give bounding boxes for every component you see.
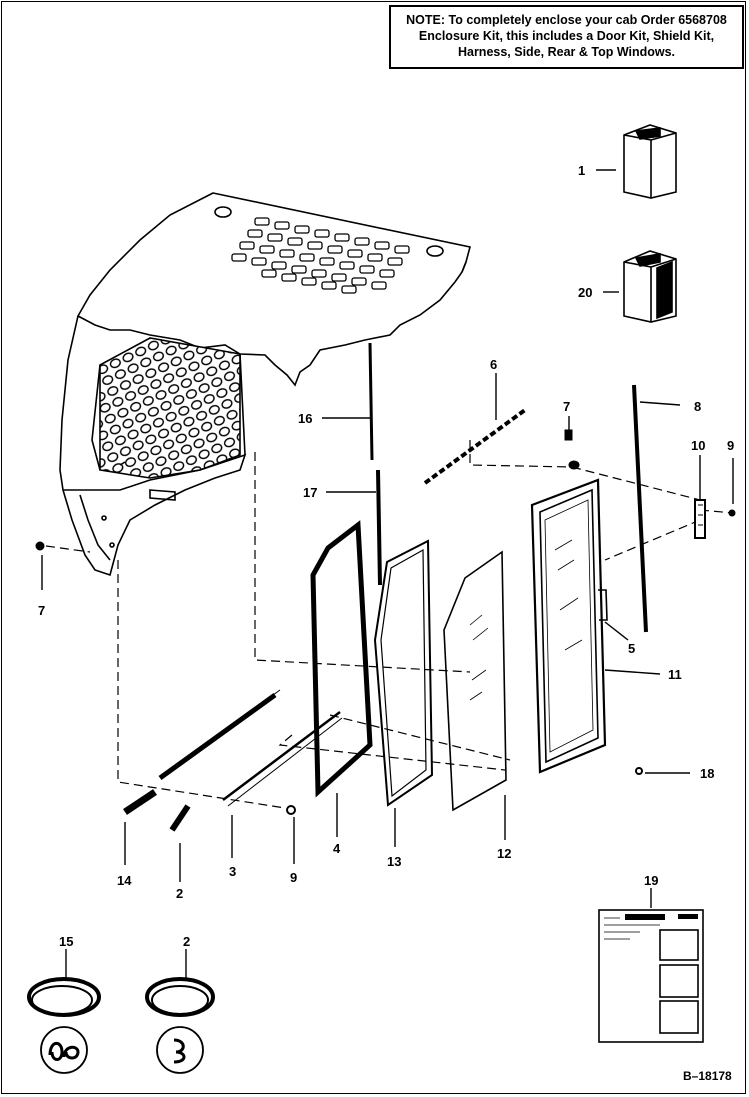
callout-7-left: 7 bbox=[38, 603, 45, 618]
part-13-window-frame bbox=[373, 539, 434, 807]
callout-15: 15 bbox=[59, 934, 73, 949]
callout-13: 13 bbox=[387, 854, 401, 869]
part-11-window-assembly bbox=[530, 478, 608, 774]
leader-lines bbox=[41, 169, 734, 978]
callout-12: 12 bbox=[497, 846, 511, 861]
rear-grill-frame bbox=[62, 337, 247, 577]
callout-5: 5 bbox=[628, 641, 635, 656]
callout-16: 16 bbox=[298, 411, 312, 426]
callout-19: 19 bbox=[644, 873, 658, 888]
callout-11: 11 bbox=[668, 667, 682, 682]
callout-6: 6 bbox=[490, 357, 497, 372]
figure-reference: B–18178 bbox=[683, 1069, 732, 1083]
enclosure-kit-note: NOTE: To completely enclose your cab Ord… bbox=[389, 5, 744, 69]
callout-numbers: 1 20 6 7 8 10 9 16 17 7 5 11 18 14 2 3 9… bbox=[38, 163, 734, 1083]
small-hardware bbox=[35, 429, 736, 815]
part-1-kit-box bbox=[623, 124, 677, 199]
callout-2-lower: 2 bbox=[176, 886, 183, 901]
part-2-coiled-seal bbox=[145, 977, 215, 1074]
part-20-kit-box bbox=[623, 250, 677, 323]
callout-18: 18 bbox=[700, 766, 714, 781]
callout-17: 17 bbox=[303, 485, 317, 500]
callout-14: 14 bbox=[117, 873, 132, 888]
note-text: To completely enclose your cab Order 656… bbox=[418, 13, 727, 59]
callout-9-lower: 9 bbox=[290, 870, 297, 885]
part-12-glass-pane bbox=[443, 550, 507, 812]
callout-8: 8 bbox=[694, 399, 701, 414]
part-6-rod bbox=[423, 408, 527, 485]
callout-1: 1 bbox=[578, 163, 585, 178]
callout-2-coil: 2 bbox=[183, 934, 190, 949]
callout-4: 4 bbox=[333, 841, 341, 856]
note-label: NOTE: bbox=[406, 13, 446, 27]
callout-7-top: 7 bbox=[563, 399, 570, 414]
lower-seal-strips bbox=[123, 689, 343, 832]
callout-9-right: 9 bbox=[727, 438, 734, 453]
part-15-coiled-seal bbox=[27, 977, 101, 1074]
callout-10: 10 bbox=[691, 438, 705, 453]
callout-3: 3 bbox=[229, 864, 236, 879]
callout-20: 20 bbox=[578, 285, 592, 300]
part-4-gasket bbox=[310, 520, 373, 798]
part-19-instruction-sheet bbox=[598, 909, 704, 1043]
instruction-sheet-header: INSTRUCTIONS bbox=[631, 915, 661, 920]
part-8-strip bbox=[632, 384, 648, 633]
cab-top-shield bbox=[59, 192, 471, 491]
part-16-17-seal-strips bbox=[368, 342, 382, 586]
